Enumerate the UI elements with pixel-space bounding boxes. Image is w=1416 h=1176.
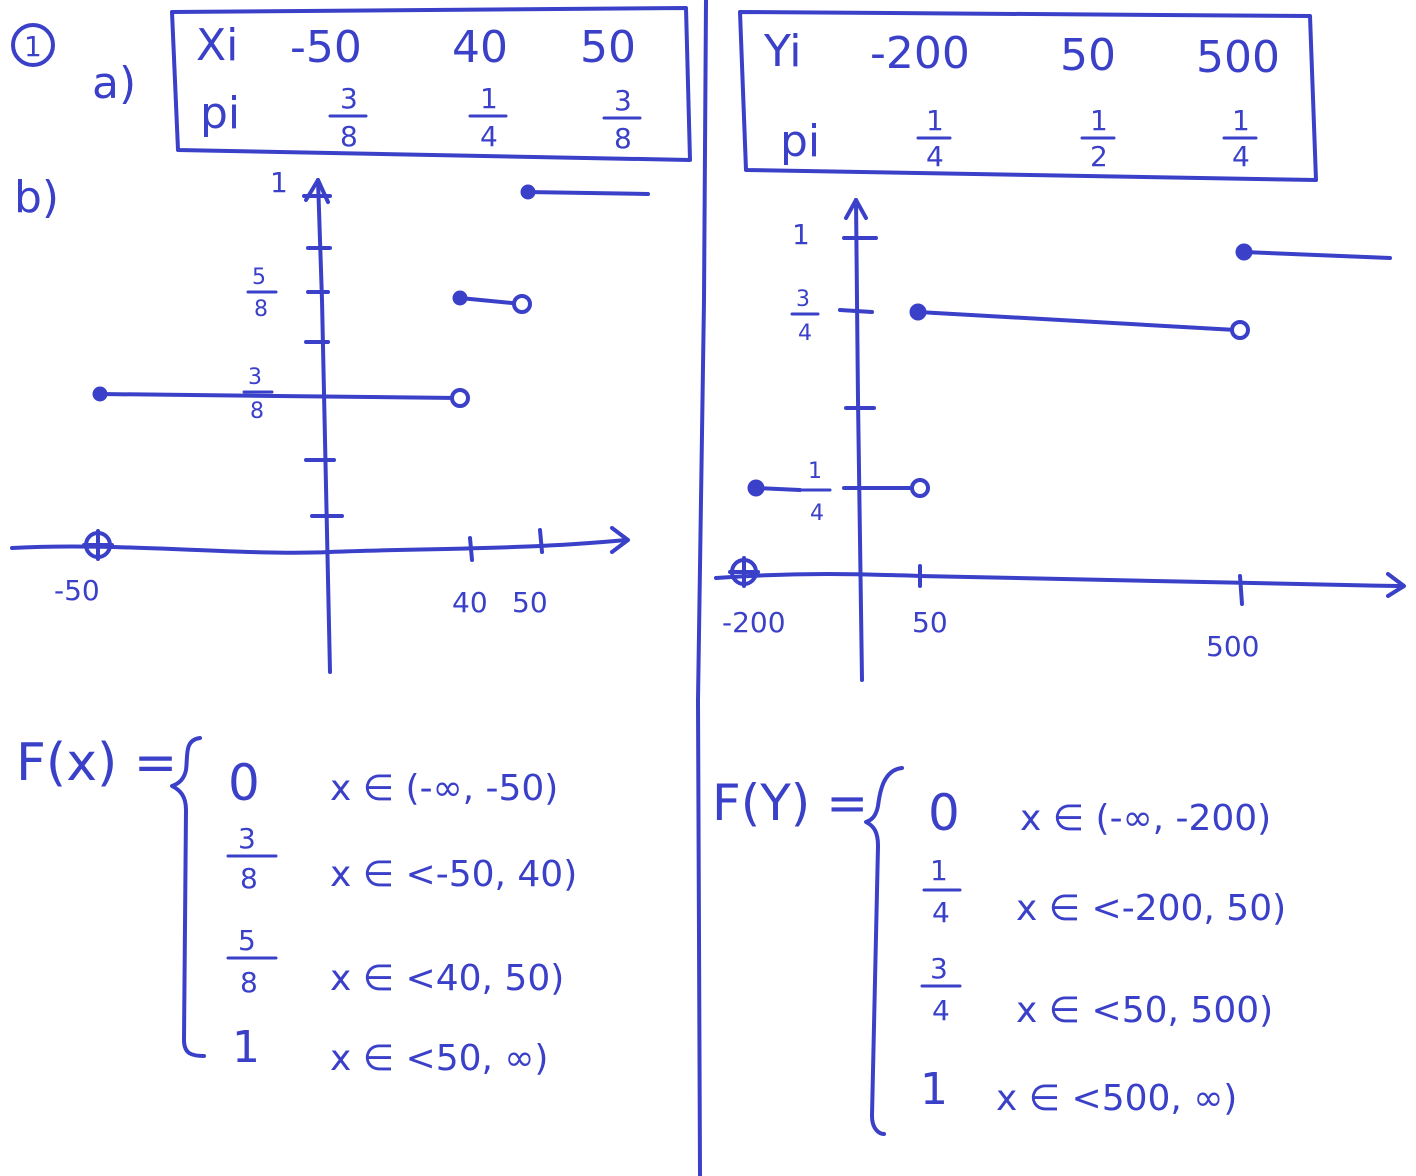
left-open-point-2 [512, 294, 532, 314]
left-cdf-graph: 1 5 8 3 8 -50 40 50 [10, 166, 650, 674]
right-closed-point-1 [747, 479, 765, 497]
right-x-label-3: 500 [1206, 630, 1259, 663]
right-table-value-2: 50 [1060, 30, 1116, 81]
part-a-label: a) [92, 58, 136, 109]
left-cdf-row3-den: 8 [240, 966, 258, 999]
left-y-label-5-8-num: 5 [252, 265, 266, 290]
left-x-label-2: 40 [452, 586, 488, 619]
right-cdf-row3-num: 3 [930, 952, 948, 985]
right-x-label-2: 50 [912, 606, 948, 639]
right-prob-1-den: 4 [926, 140, 944, 173]
left-y-label-5-8-den: 8 [254, 297, 268, 322]
left-cdf-row1-value: 0 [228, 754, 260, 812]
left-x-label-3: 50 [512, 586, 548, 619]
left-x-axis [10, 538, 628, 555]
left-prob-3-num: 3 [614, 84, 632, 117]
left-cdf-row2-num: 3 [238, 822, 256, 855]
right-open-point-1 [910, 478, 930, 498]
left-prob-2-num: 1 [480, 82, 498, 115]
right-y-axis-arrow [844, 198, 868, 220]
right-x-label-1: -200 [722, 606, 786, 639]
left-cdf-row2-den: 8 [240, 862, 258, 895]
left-closed-point-2 [452, 290, 468, 306]
right-cdf-graph: 1 3 4 1 4 -200 50 500 [714, 198, 1406, 682]
right-prob-3-den: 4 [1232, 140, 1250, 173]
problem-number: 1 [24, 30, 42, 63]
left-y-label-3-8-den: 8 [250, 399, 264, 424]
right-y-axis [854, 198, 864, 682]
right-y-label-1-4-num: 1 [808, 459, 822, 484]
right-cdf-row4-cond: x ∈ <500, ∞) [996, 1078, 1237, 1119]
right-prob-3-num: 1 [1232, 104, 1250, 137]
left-table-row1-label: Xi [196, 20, 238, 71]
right-cdf-lhs: F(Y) = [712, 774, 868, 832]
part-b-label: b) [14, 172, 59, 223]
right-table-value-1: -200 [870, 28, 970, 79]
left-y-label-1: 1 [270, 166, 288, 199]
left-prob-1-den: 8 [340, 120, 358, 153]
left-table-row2-label: pi [200, 88, 240, 139]
left-step-3-8 [98, 392, 460, 400]
right-y-label-3-4-num: 3 [796, 287, 810, 312]
left-cdf-row2-cond: x ∈ <-50, 40) [330, 854, 577, 895]
left-cdf-row3-num: 5 [238, 924, 256, 957]
left-y-axis [316, 178, 332, 674]
right-step-3-4 [916, 310, 1238, 332]
right-x-axis-arrow [1386, 572, 1406, 598]
left-cdf-lhs: F(x) = [16, 733, 177, 793]
left-step-5-8 [458, 296, 524, 306]
left-cdf-row1-cond: x ∈ (-∞, -50) [330, 768, 558, 809]
right-table-row1-label: Yi [763, 26, 802, 77]
right-cdf-row1-value: 0 [928, 784, 960, 842]
left-distribution-table: Xi -50 40 50 pi 3 8 1 4 3 8 [170, 6, 692, 162]
left-prob-2-den: 4 [480, 120, 498, 153]
left-x-axis-arrow [610, 526, 630, 554]
left-open-point-1 [450, 388, 470, 408]
left-step-1 [524, 190, 650, 196]
left-x-label-1: -50 [54, 574, 100, 607]
right-y-label-1: 1 [792, 218, 810, 251]
problem-number-circle [11, 23, 55, 67]
right-cdf-row4-value: 1 [920, 1064, 948, 1115]
left-table-value-3: 50 [580, 22, 636, 73]
right-cdf-row2-den: 4 [932, 896, 950, 929]
right-closed-point-2 [909, 303, 927, 321]
left-prob-3-den: 8 [614, 122, 632, 155]
left-table-value-1: -50 [290, 22, 362, 73]
left-cdf-formula: F(x) = 0 x ∈ (-∞, -50) 3 8 x ∈ <-50, 40)… [16, 733, 577, 1079]
right-brace [864, 766, 904, 1136]
right-table-value-3: 500 [1196, 32, 1280, 83]
right-cdf-row3-den: 4 [932, 994, 950, 1027]
left-prob-1-num: 3 [340, 82, 358, 115]
left-closed-point-3 [520, 184, 536, 200]
left-cdf-row3-cond: x ∈ <40, 50) [330, 958, 564, 999]
right-y-label-3-4-den: 4 [798, 321, 812, 346]
right-open-point-2 [1230, 320, 1250, 340]
right-prob-2-num: 1 [1090, 104, 1108, 137]
right-prob-1-num: 1 [926, 104, 944, 137]
left-cdf-row4-value: 1 [232, 1022, 260, 1073]
right-step-1 [1242, 250, 1392, 260]
right-cdf-formula: F(Y) = 0 x ∈ (-∞, -200) 1 4 x ∈ <-200, 5… [712, 766, 1286, 1136]
right-distribution-table: Yi -200 50 500 pi 1 4 1 2 1 4 [738, 10, 1318, 182]
right-prob-2-den: 2 [1090, 140, 1108, 173]
left-y-label-3-8-num: 3 [248, 365, 262, 390]
left-cdf-row4-cond: x ∈ <50, ∞) [330, 1038, 548, 1079]
right-x-axis [714, 572, 1404, 588]
right-cdf-row1-cond: x ∈ (-∞, -200) [1020, 798, 1271, 839]
page-divider [696, 0, 708, 1176]
right-cdf-row3-cond: x ∈ <50, 500) [1016, 990, 1273, 1031]
right-table-row2-label: pi [780, 116, 820, 167]
left-brace [170, 736, 206, 1058]
right-closed-point-3 [1235, 243, 1253, 261]
right-y-label-1-4-den: 4 [810, 501, 824, 526]
left-table-value-2: 40 [452, 22, 508, 73]
right-cdf-row2-num: 1 [930, 854, 948, 887]
right-cdf-row2-cond: x ∈ <-200, 50) [1016, 888, 1286, 929]
left-closed-point-1 [92, 386, 108, 402]
